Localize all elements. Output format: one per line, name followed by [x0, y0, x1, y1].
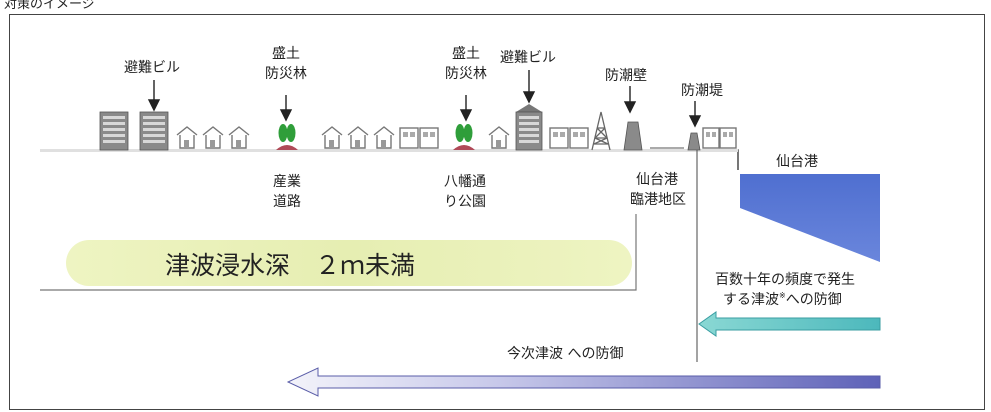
arrow-recent-defense — [286, 367, 881, 397]
label-seawall: 防潮壁 — [605, 68, 647, 84]
pointer-arrows — [147, 70, 702, 128]
label-evac-building-right: 避難ビル — [500, 50, 556, 66]
seawall — [623, 121, 643, 151]
label-industrial-road-2: 道路 — [273, 194, 301, 210]
label-defense-century-mark: ※ — [779, 291, 786, 300]
label-park-1: 八幡通 — [444, 174, 486, 190]
evac-building-left-1 — [99, 111, 129, 151]
transmission-tower — [591, 111, 611, 151]
label-defense-century-2: する津波※への防御 — [723, 291, 842, 308]
corner-caption: 対策のイメージ — [4, 0, 95, 12]
embankment-forest-middle — [453, 124, 475, 150]
ground-line — [40, 149, 739, 170]
label-defense-recent: 今次津波 への防御 — [507, 346, 623, 362]
ground-band — [40, 149, 738, 152]
evac-building-right — [515, 104, 543, 151]
label-defense-century-2a: する津波 — [723, 292, 779, 308]
houses-group-2 — [321, 126, 395, 149]
inundation-band — [66, 240, 632, 286]
label-sendai-port: 仙台港 — [776, 154, 818, 170]
label-port-area-1: 仙台港 — [636, 172, 678, 188]
label-embankment-left-1: 盛土 — [272, 46, 300, 62]
inundation-bracket — [40, 214, 637, 291]
arrow-century-defense — [698, 311, 881, 337]
levee — [687, 132, 701, 151]
shops-group-3 — [702, 127, 737, 149]
label-levee: 防潮堤 — [681, 83, 723, 99]
diagram-frame — [9, 14, 985, 410]
label-defense-century-3: への防御 — [786, 292, 842, 308]
label-embankment-mid-1: 盛土 — [452, 46, 480, 62]
label-embankment-left-2: 防災林 — [265, 66, 307, 82]
label-evac-building-left: 避難ビル — [124, 60, 180, 76]
embankment-forest-left — [276, 124, 298, 150]
sea-area — [740, 174, 880, 262]
label-port-area-2: 臨港地区 — [630, 192, 686, 208]
label-defense-century-1: 百数十年の頻度で発生 — [715, 272, 855, 288]
shops-group-1 — [399, 127, 439, 149]
house-single — [488, 126, 510, 149]
shops-group-2 — [549, 127, 589, 149]
evac-building-left-2 — [139, 111, 169, 151]
label-embankment-mid-2: 防災林 — [445, 66, 487, 82]
houses-group-1 — [176, 126, 250, 149]
label-park-2: り公園 — [444, 194, 486, 210]
inundation-label: 津波浸水深 ２ｍ未満 — [165, 251, 415, 280]
label-industrial-road-1: 産業 — [273, 174, 301, 190]
